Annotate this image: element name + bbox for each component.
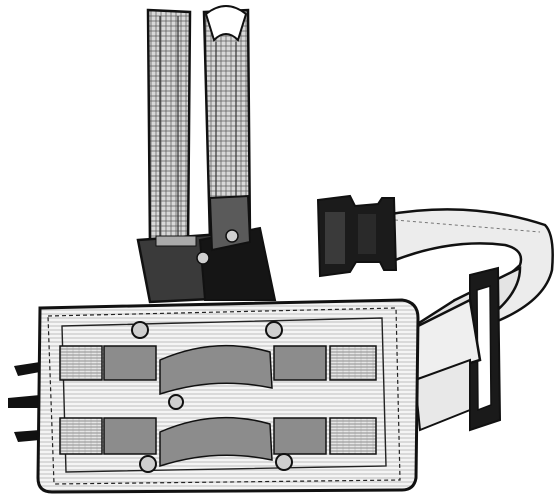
hinge-screw-top — [225, 229, 239, 243]
molle-row-top — [59, 344, 377, 396]
panel-screw-bottom-right — [275, 453, 293, 471]
hinge-block — [136, 194, 277, 304]
side-release-buckle — [316, 194, 398, 278]
panel-screw-bottom-left — [139, 455, 157, 473]
panel-screw-top-right — [265, 321, 283, 339]
hinge-screw-bottom — [196, 251, 210, 265]
molle-platform-panel — [36, 298, 420, 494]
ladder-lock-buckle — [469, 266, 502, 432]
strap-tail — [408, 298, 482, 432]
molle-row-bottom — [59, 416, 377, 468]
panel-screw-center — [168, 394, 184, 410]
belt-strap-right — [202, 5, 252, 242]
belt-strap-left — [146, 8, 192, 250]
left-edge-tabs — [8, 362, 40, 442]
panel-screw-top-left — [131, 321, 149, 339]
